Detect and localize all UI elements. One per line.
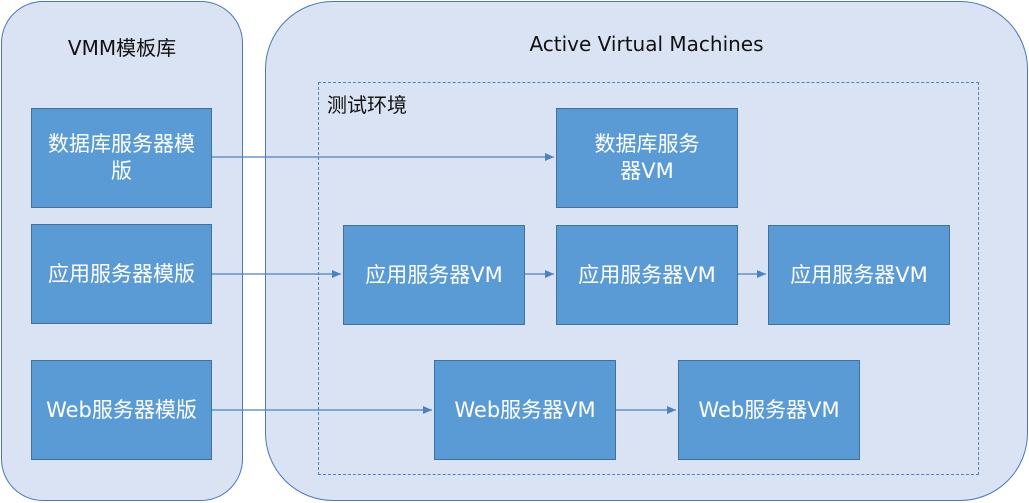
web-vm-node-1[interactable]: Web服务器VM xyxy=(434,360,616,460)
active-vms-title: Active Virtual Machines xyxy=(529,32,764,56)
test-environment-label: 测试环境 xyxy=(327,93,407,117)
app-template-node[interactable]: 应用服务器模版 xyxy=(31,224,212,324)
web-vm-node-2[interactable]: Web服务器VM xyxy=(678,360,860,460)
web-template-node[interactable]: Web服务器模版 xyxy=(31,360,212,460)
app-vm-node-2[interactable]: 应用服务器VM xyxy=(556,225,738,325)
db-vm-node[interactable]: 数据库服务器VM xyxy=(556,108,738,208)
template-library-title: VMM模板库 xyxy=(67,36,177,60)
app-vm-node-1[interactable]: 应用服务器VM xyxy=(343,225,525,325)
db-template-node[interactable]: 数据库服务器模版 xyxy=(31,108,212,208)
test-environment-boundary: 测试环境 xyxy=(318,82,979,475)
app-vm-node-3[interactable]: 应用服务器VM xyxy=(768,225,950,325)
